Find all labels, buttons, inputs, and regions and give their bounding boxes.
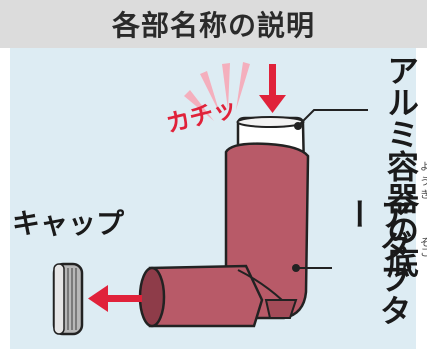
cap-removal-arrow [88,285,142,312]
aluminum-bottom-label: アルミ容器の底 [382,54,420,278]
sound-burst-rays [184,62,250,121]
cap-label: キャップ [12,207,125,240]
cap [52,262,84,336]
adapter-label: アダプター [339,198,413,326]
press-arrow-shaft [269,64,276,98]
burst-ray-4 [236,62,250,110]
ruby-ko: こ [420,248,427,259]
adapter-body [138,142,310,328]
press-arrow-head [259,95,286,113]
cap-arrow-head [88,285,108,312]
burst-ray-1 [184,90,214,121]
ruby-ki: き [420,190,427,201]
press-arrow [259,64,286,113]
cap-arrow-shaft [106,295,142,302]
leader-line-aluminum [297,109,368,127]
header-bar [0,0,427,48]
leader-lines [292,109,368,272]
diagram-title: 各部名称の説明 [111,9,315,42]
ruby-you: よう [420,162,427,188]
burst-ray-2 [200,71,220,114]
burst-ray-3 [222,63,230,110]
ruby-so: そ [420,238,427,249]
